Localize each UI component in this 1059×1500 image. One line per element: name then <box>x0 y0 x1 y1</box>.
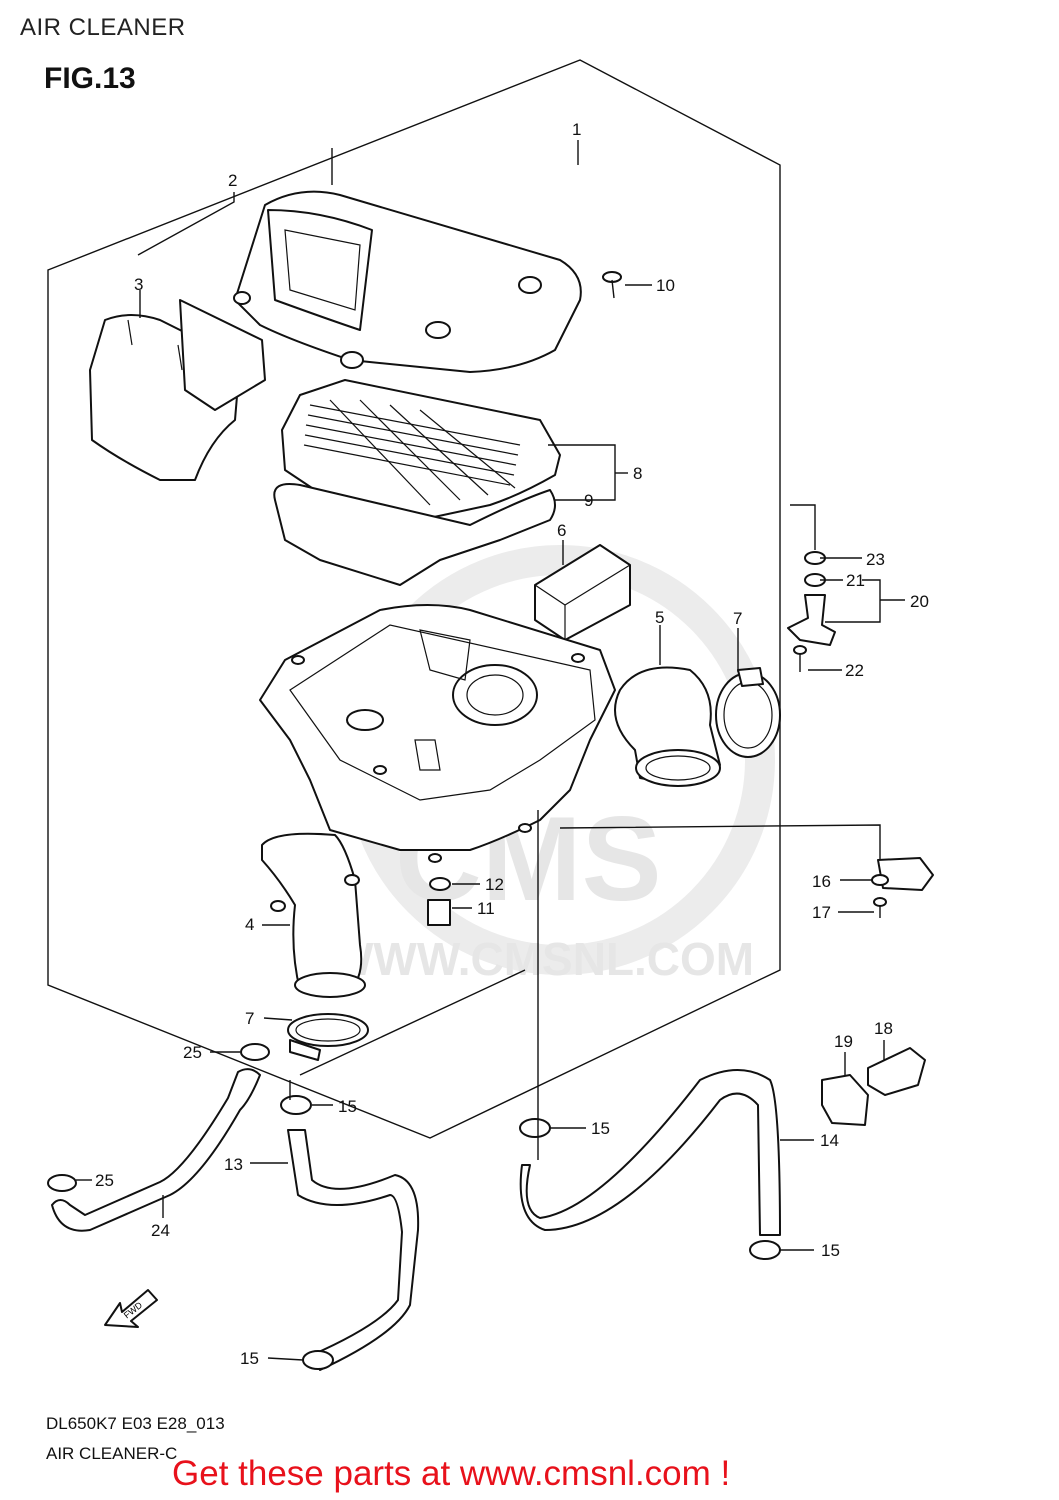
callout-15c: 15 <box>821 1241 840 1260</box>
callout-13: 13 <box>224 1155 243 1174</box>
bracket-19 <box>821 1074 869 1126</box>
callout-4: 4 <box>245 915 254 934</box>
filter-seal <box>273 483 556 586</box>
callout-6: 6 <box>557 521 566 540</box>
parts-link[interactable]: Get these parts at www.cmsnl.com ! <box>172 1454 731 1493</box>
intake-duct <box>89 299 266 481</box>
callout-23: 23 <box>866 550 885 569</box>
callout-2: 2 <box>228 171 237 190</box>
callout-25a: 25 <box>183 1043 202 1062</box>
air-cleaner-cap <box>233 190 582 373</box>
callout-8: 8 <box>633 464 642 483</box>
hose-13 <box>287 1129 420 1371</box>
callout-20: 20 <box>910 592 929 611</box>
hose-clamp-15d <box>302 1350 334 1370</box>
hose-clamp-15a <box>280 1095 312 1115</box>
assembly-frame <box>47 59 781 1139</box>
callout-15a: 15 <box>338 1097 357 1116</box>
screw-17 <box>873 897 887 918</box>
hose-clamp-25a <box>240 1043 270 1061</box>
filter-element <box>281 379 561 521</box>
sensor-assembly <box>787 551 836 672</box>
callout-7-upper: 7 <box>733 609 742 628</box>
callout-10: 10 <box>656 276 675 295</box>
callout-numbers: 1 2 3 4 5 6 7 7 8 9 10 11 12 13 14 15 15… <box>95 120 929 1368</box>
clamp-upper <box>715 667 781 758</box>
connector-16 <box>871 857 934 891</box>
callout-25b: 25 <box>95 1171 114 1190</box>
drain-tube <box>261 832 366 998</box>
diagram-name: AIR CLEANER-C <box>46 1444 178 1463</box>
callout-21: 21 <box>846 571 865 590</box>
washer-12 <box>429 877 451 891</box>
callout-17: 17 <box>812 903 831 922</box>
intake-funnel <box>614 666 721 787</box>
callout-12: 12 <box>485 875 504 894</box>
diagram-code: DL650K7 E03 E28_013 <box>46 1414 225 1433</box>
clamp-lower <box>287 1013 369 1061</box>
callout-11: 11 <box>477 899 495 918</box>
leader-lines <box>76 140 905 1361</box>
callout-16: 16 <box>812 872 831 891</box>
sensor-18 <box>867 1047 926 1096</box>
callout-14: 14 <box>820 1131 839 1150</box>
callout-24: 24 <box>151 1221 170 1240</box>
sponge <box>534 544 631 641</box>
callout-22: 22 <box>845 661 864 680</box>
cap-11 <box>427 899 451 926</box>
hose-clamp-15b <box>519 1118 551 1138</box>
hose-clamp-15c <box>749 1240 781 1260</box>
page-title: AIR CLEANER <box>20 14 186 41</box>
callout-19: 19 <box>834 1032 853 1051</box>
callout-5: 5 <box>655 608 664 627</box>
callout-1: 1 <box>572 120 581 139</box>
air-cleaner-case <box>259 604 616 863</box>
figure-number: FIG.13 <box>44 62 136 95</box>
forward-arrow-icon: FWD <box>104 1289 158 1328</box>
callout-9: 9 <box>584 491 593 510</box>
callout-15d: 15 <box>240 1349 259 1368</box>
hose-clamp-25b <box>47 1174 77 1192</box>
callout-3: 3 <box>134 275 143 294</box>
callout-18: 18 <box>874 1019 893 1038</box>
hose-14 <box>519 1069 781 1236</box>
callout-15b: 15 <box>591 1119 610 1138</box>
watermark-site: WWW.CMSNL.COM <box>330 933 754 985</box>
callout-7-lower: 7 <box>245 1009 254 1028</box>
hose-24 <box>51 1068 261 1232</box>
screw-10 <box>602 271 622 299</box>
